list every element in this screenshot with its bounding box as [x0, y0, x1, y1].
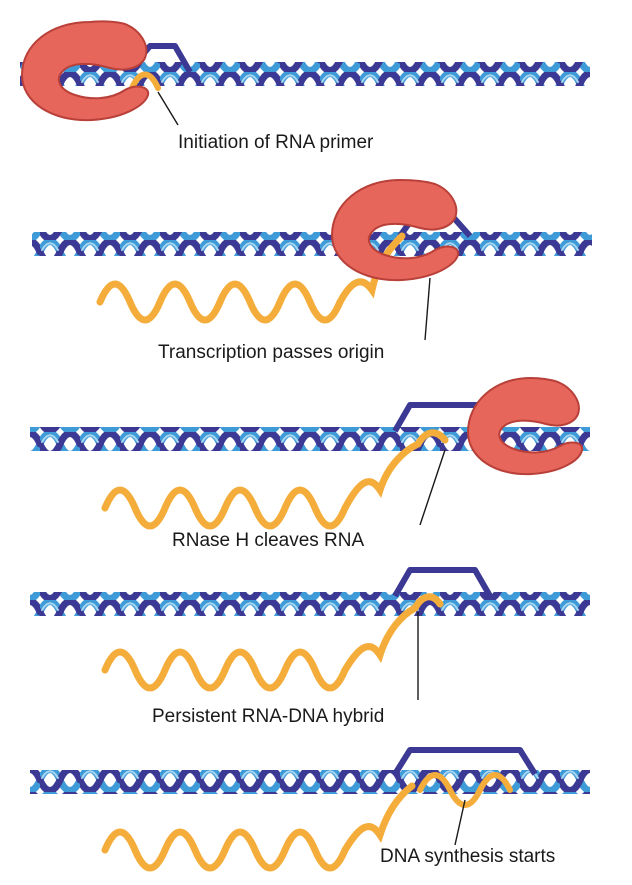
caption-transcription: Transcription passes origin	[158, 342, 385, 363]
rna-transcript	[105, 782, 416, 868]
caption-pointer	[157, 91, 179, 126]
caption-rnase-h: RNase H cleaves RNA	[172, 530, 365, 551]
rna-polymerase	[466, 376, 584, 476]
panel-3	[30, 376, 590, 526]
panel-1	[20, 20, 590, 126]
caption-pointer	[419, 449, 446, 526]
panel-2	[32, 178, 592, 341]
dna-helix	[30, 592, 590, 616]
rna-transcript	[105, 593, 444, 688]
caption-pointer	[424, 277, 431, 341]
caption-hybrid: Persistent RNA-DNA hybrid	[152, 706, 385, 727]
caption-dna-synthesis: DNA synthesis starts	[380, 846, 556, 867]
template-strand-bump	[392, 567, 493, 598]
rna-primer	[129, 71, 161, 91]
rna-transcript	[100, 232, 406, 320]
caption-pointer	[454, 799, 466, 846]
new-dna-strand	[417, 772, 513, 808]
panel-4	[30, 567, 590, 700]
rna-polymerase	[20, 20, 150, 122]
panel-5	[30, 747, 590, 868]
caption-initiation: Initiation of RNA primer	[178, 132, 374, 153]
dna-helix	[32, 232, 592, 256]
rna-transcript	[105, 429, 449, 526]
template-strand-bump	[392, 747, 538, 776]
rna-polymerase	[330, 178, 460, 282]
